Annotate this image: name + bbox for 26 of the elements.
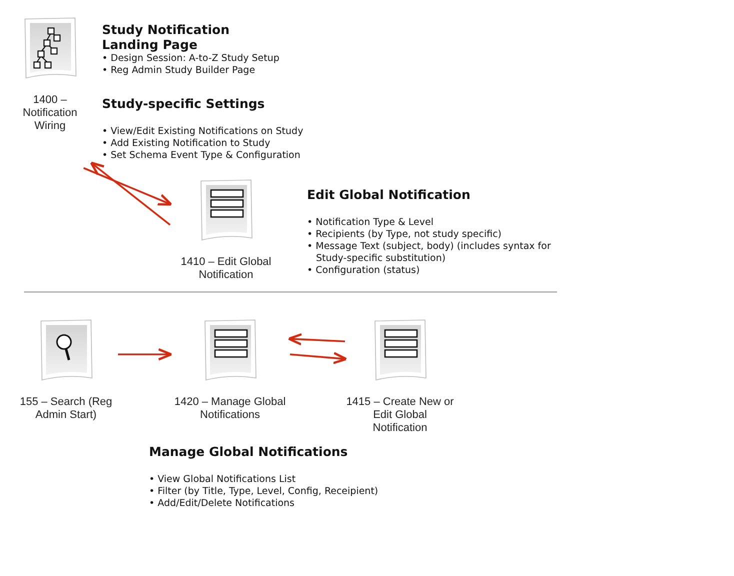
bullet-item: • Filter (by Title, Type, Level, Config, Receipient)	[149, 486, 378, 498]
section-heading: Study-specific Settings	[102, 96, 265, 111]
bullet-item: • Design Session: A-to-Z Study Setup	[102, 53, 280, 65]
page-caption: 1410 – Edit Global Notification	[180, 256, 272, 282]
bullet-item: • Add Existing Notification to Study	[102, 138, 270, 150]
bullet-item: • Recipients (by Type, not study specific)	[307, 229, 502, 241]
section-heading: Manage Global Notifications	[149, 444, 348, 459]
arrow	[118, 348, 172, 361]
bullet-item: • Set Schema Event Type & Configuration	[102, 150, 300, 162]
section-heading: Edit Global Notification	[307, 187, 470, 202]
bullet-item: • Notification Type & Level	[307, 217, 434, 229]
page-caption: 155 – Search (Reg Admin Start)	[18, 396, 114, 422]
bullet-item: • Add/Edit/Delete Notifications	[149, 498, 295, 510]
arrow	[83, 167, 172, 206]
section-heading: Study Notification Landing Page	[102, 22, 230, 52]
arrow	[90, 162, 171, 226]
bullet-item: • Reg Admin Study Builder Page	[102, 65, 256, 77]
page-caption: 1400 – Notification Wiring	[22, 94, 78, 133]
bullet-item: • View/Edit Existing Notifications on Study	[102, 126, 304, 138]
bullet-item: • Configuration (status)	[307, 265, 420, 277]
page-caption: 1415 – Create New or Edit Global Notification	[345, 396, 455, 435]
bullet-item: • Message Text (subject, body) (includes syntax for Study-specific substitution)	[307, 241, 552, 265]
arrow	[290, 352, 348, 364]
arrow	[288, 333, 346, 346]
page-caption: 1420 – Manage Global Notifications	[173, 396, 287, 422]
bullet-item: • View Global Notifications List	[149, 474, 296, 486]
